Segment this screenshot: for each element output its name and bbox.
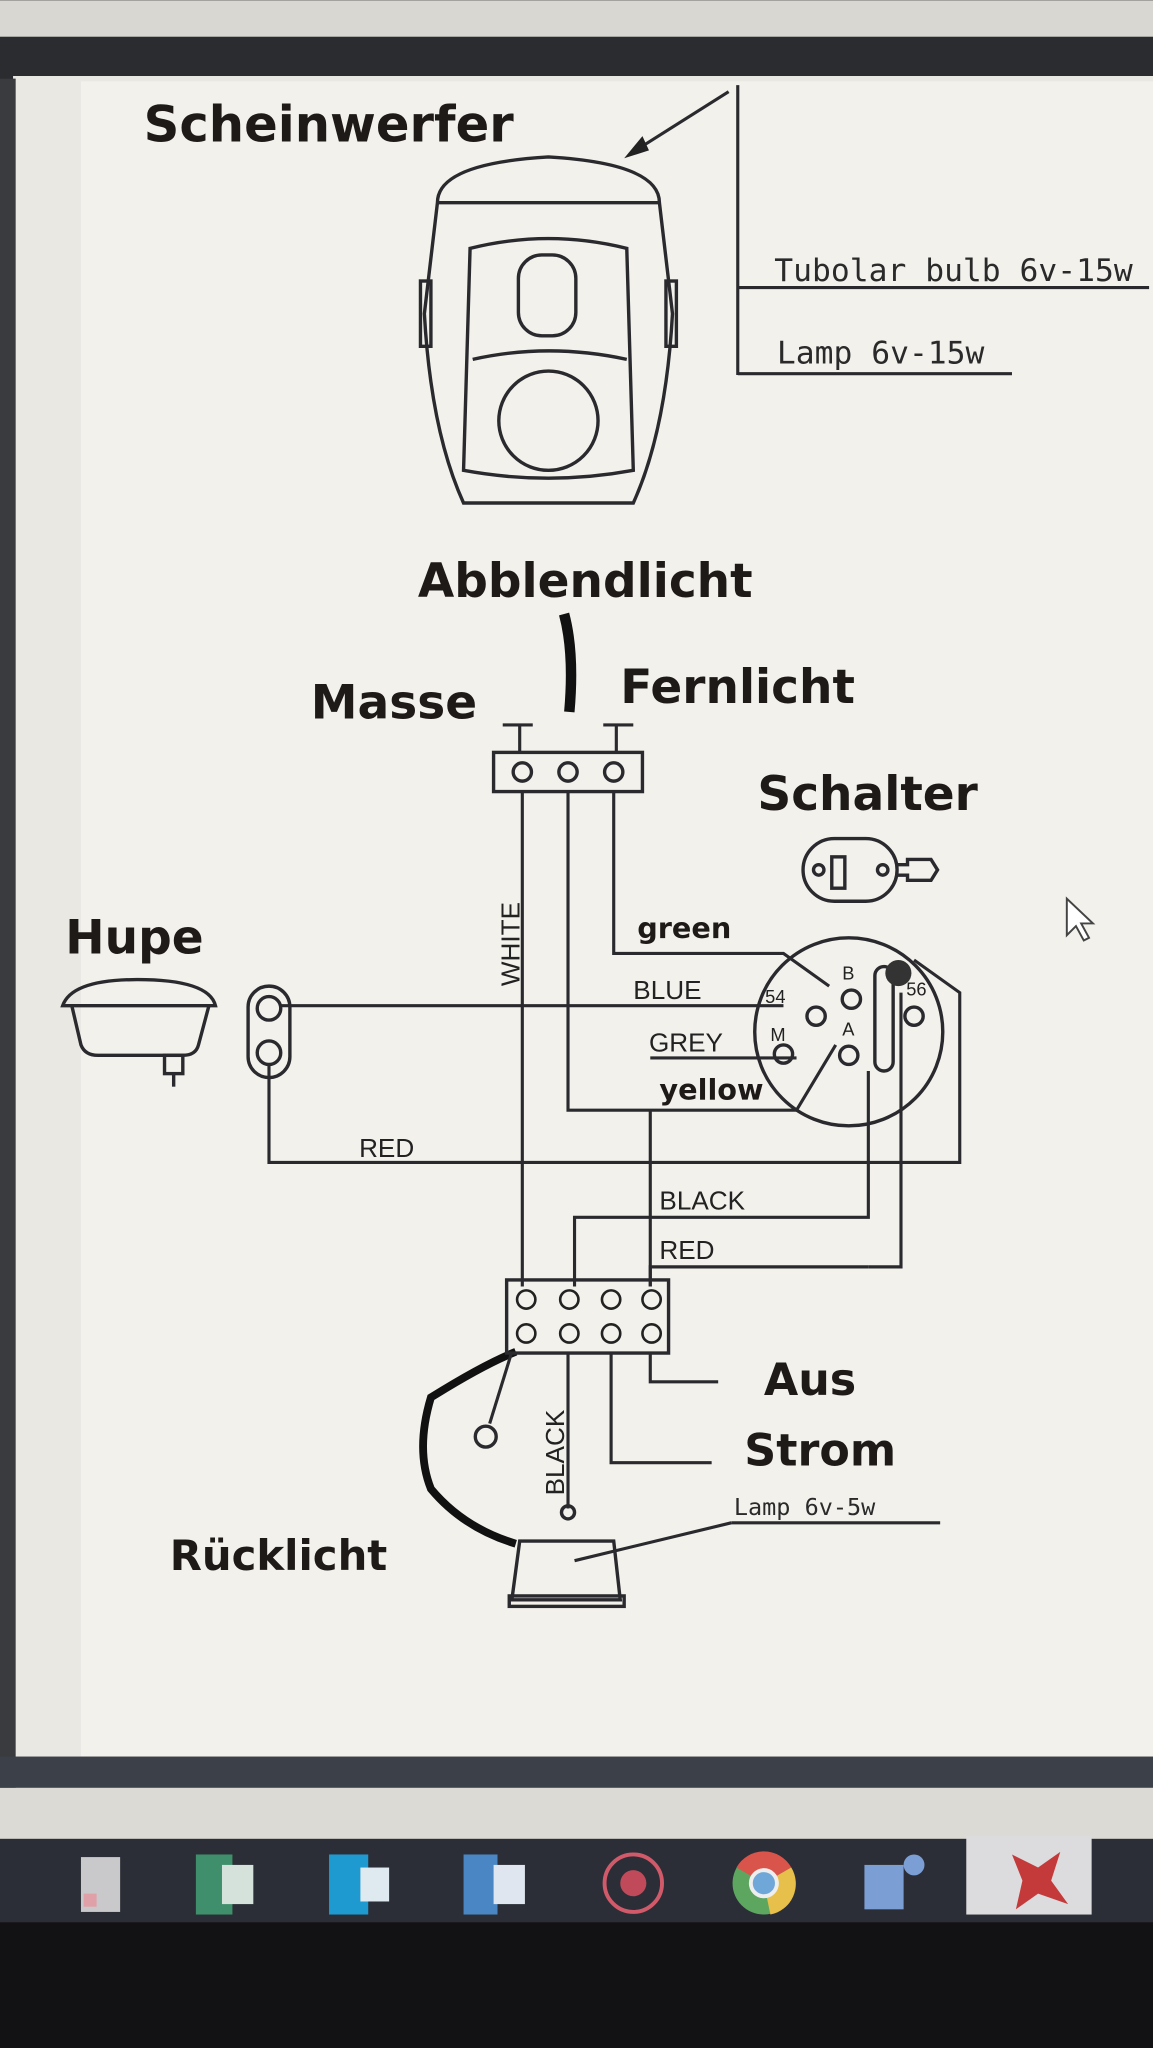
terminal-a: A <box>842 1019 855 1040</box>
switch-label: Schalter <box>757 767 978 822</box>
word-icon[interactable] <box>463 1854 525 1915</box>
horn-label: Hupe <box>65 910 203 965</box>
terminal-56: 56 <box>906 978 926 999</box>
wire-label-black: BLACK <box>659 1185 745 1215</box>
off-label: Aus <box>764 1355 856 1406</box>
terminal-m: M <box>770 1024 785 1045</box>
tail-light-label: Rücklicht <box>170 1531 388 1580</box>
taillight-icon <box>507 1539 626 1609</box>
wire-label-red-2: RED <box>659 1235 714 1265</box>
chrome-icon[interactable] <box>732 1851 796 1915</box>
high-beam-label: Fernlicht <box>620 660 855 715</box>
wire-label-black-2: BLACK <box>540 1409 570 1495</box>
headlamp-bulb-label: Lamp 6v-15w <box>777 335 985 371</box>
horn-icon <box>60 977 218 1087</box>
wire-label-white: WHITE <box>496 902 526 986</box>
outlook-icon[interactable] <box>329 1854 390 1915</box>
wire-label-blue: BLUE <box>633 975 701 1005</box>
taskbar <box>0 1838 1153 1923</box>
wire-label-grey: GREY <box>649 1027 723 1057</box>
headlamp-label: Scheinwerfer <box>144 95 515 153</box>
tubular-bulb-label: Tubolar bulb 6v-15w <box>774 253 1133 289</box>
tail-bulb-label: Lamp 6v-5w <box>734 1493 876 1521</box>
excel-icon[interactable] <box>195 1854 254 1915</box>
light-switch-terminals: 54 B M A 56 <box>753 936 945 1128</box>
diagram-page <box>80 81 1153 1757</box>
file-manager-icon[interactable] <box>80 1857 121 1912</box>
wire-label-red: RED <box>359 1133 414 1163</box>
taskbar-icons <box>80 1836 1092 1915</box>
teams-icon[interactable] <box>864 1854 925 1910</box>
sync-app-icon[interactable] <box>602 1852 664 1914</box>
terminal-b: B <box>842 963 854 984</box>
low-beam-label: Abblendlicht <box>418 554 753 609</box>
power-label: Strom <box>744 1425 896 1476</box>
switch-icon <box>801 836 940 903</box>
headlamp-icon <box>418 155 679 505</box>
red-app-icon[interactable] <box>966 1836 1092 1915</box>
ground-label: Masse <box>311 675 477 730</box>
wire-label-yellow: yellow <box>659 1073 763 1107</box>
mouse-cursor-icon <box>1065 896 1096 942</box>
wire-label-green: green <box>637 911 731 945</box>
terminal-block <box>504 1278 671 1355</box>
terminal-54: 54 <box>765 986 785 1007</box>
